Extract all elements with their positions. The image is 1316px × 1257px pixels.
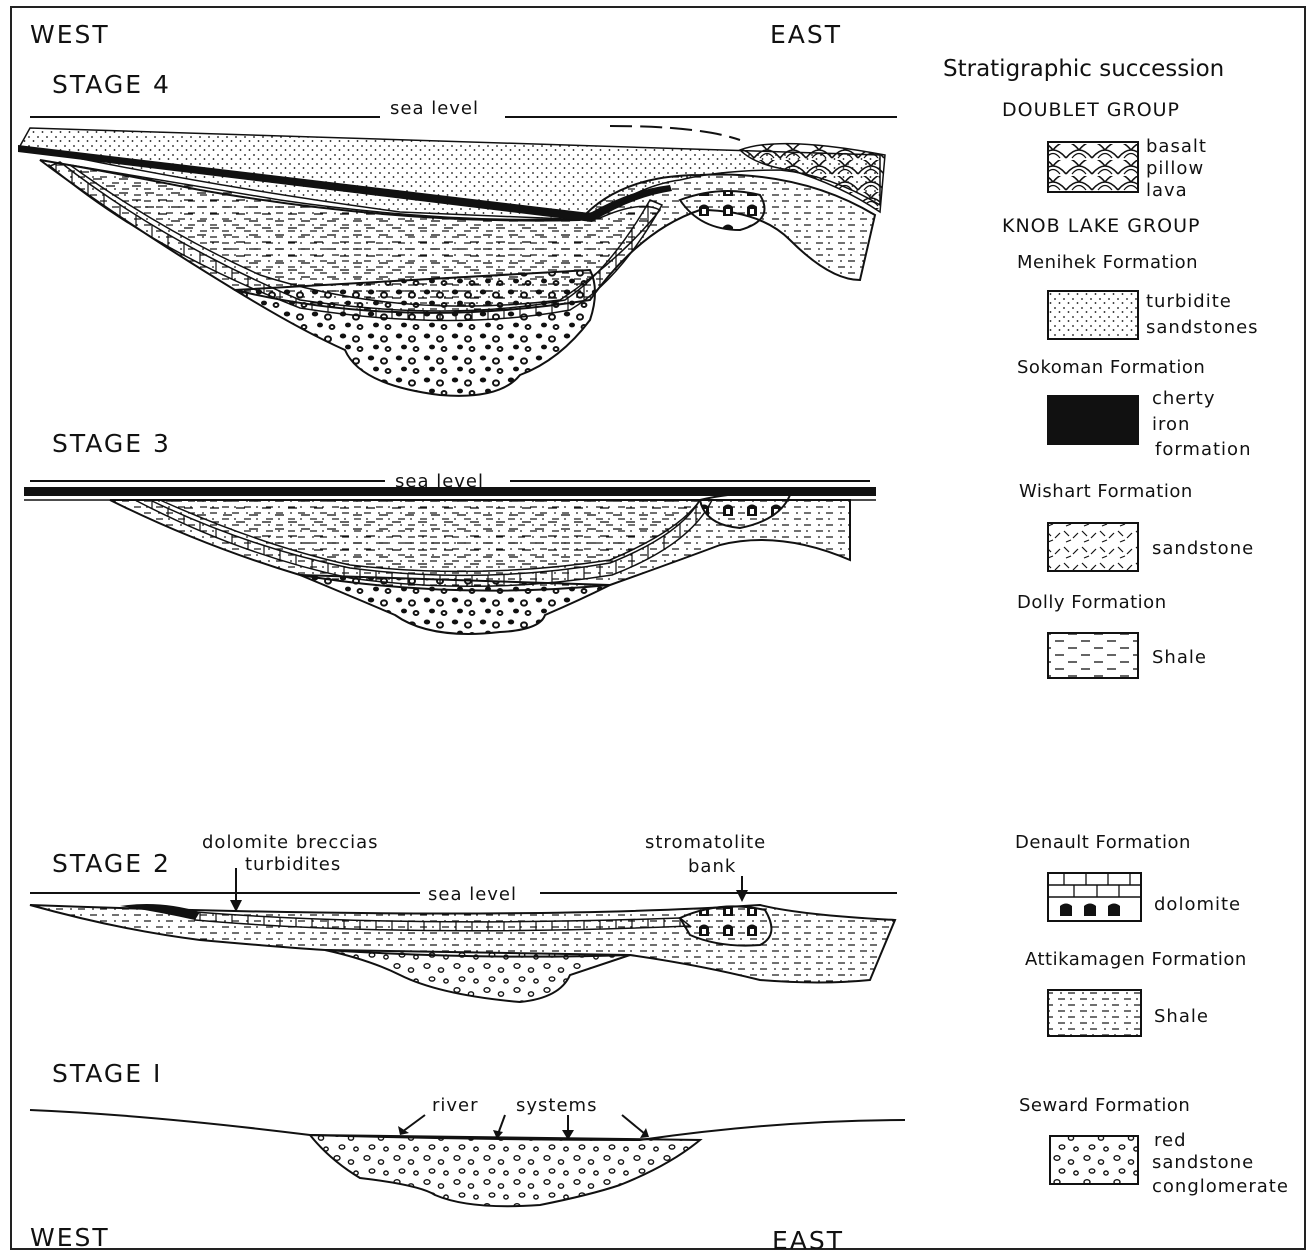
stage-2-arrowhead-stromatolite bbox=[736, 890, 748, 902]
stage-2-seward-conglomerate bbox=[325, 950, 630, 1002]
stage-1-annotation-river: river bbox=[432, 1095, 479, 1116]
east-label-top: EAST bbox=[770, 20, 842, 49]
legend-wishart-desc: sandstone bbox=[1152, 538, 1254, 559]
stage-2-annotation-stromatolite: stromatolite bbox=[645, 832, 766, 853]
legend-title: Stratigraphic succession bbox=[943, 56, 1224, 82]
stage-4-sea-level-label: sea level bbox=[390, 98, 479, 119]
stage-2-annotation-turbidites: turbidites bbox=[245, 854, 341, 875]
stage-1-arrowhead-4 bbox=[640, 1128, 649, 1138]
west-label-top: WEST bbox=[30, 20, 110, 49]
legend-seward-desc-2: sandstone bbox=[1152, 1152, 1254, 1173]
legend-denault-formation: Denault Formation bbox=[1015, 832, 1191, 853]
east-label-bottom: EAST bbox=[772, 1226, 844, 1255]
stage-1-label: STAGE I bbox=[52, 1059, 162, 1088]
legend-seward-desc-3: conglomerate bbox=[1152, 1176, 1289, 1197]
legend-swatch-dolly bbox=[1048, 633, 1138, 678]
stage-1-arrow-2 bbox=[498, 1115, 505, 1134]
stage-3-section: STAGE 3 sea level bbox=[24, 429, 876, 634]
stage-4-section: STAGE 4 sea level bbox=[18, 70, 897, 396]
legend-attikamagen-desc: Shale bbox=[1154, 1006, 1209, 1027]
stage-1-arrow-1 bbox=[402, 1115, 425, 1132]
legend-sokoman-formation: Sokoman Formation bbox=[1017, 357, 1205, 378]
legend-sokoman-desc-3: formation bbox=[1155, 439, 1251, 460]
legend-menihek-desc-2: sandstones bbox=[1146, 317, 1259, 338]
legend-menihek-desc-1: turbidite bbox=[1146, 291, 1232, 312]
stage-3-sokoman-iron-formation bbox=[24, 487, 876, 496]
stage-1-seward-red-sandstone bbox=[310, 1135, 700, 1206]
legend: Stratigraphic succession DOUBLET GROUP b… bbox=[943, 56, 1289, 1197]
legend-knob-lake-group: KNOB LAKE GROUP bbox=[1002, 215, 1200, 237]
legend-attikamagen-formation: Attikamagen Formation bbox=[1025, 949, 1247, 970]
legend-swatch-basalt bbox=[1048, 142, 1138, 192]
legend-wishart-formation: Wishart Formation bbox=[1019, 481, 1193, 502]
legend-seward-formation: Seward Formation bbox=[1019, 1095, 1190, 1116]
legend-swatch-seward bbox=[1050, 1136, 1138, 1184]
stage-2-annotation-bank: bank bbox=[688, 856, 736, 877]
legend-swatch-dolomite bbox=[1048, 873, 1141, 921]
stage-1-annotation-systems: systems bbox=[516, 1095, 597, 1116]
legend-sokoman-desc-1: cherty bbox=[1152, 388, 1216, 409]
legend-swatch-wishart bbox=[1048, 523, 1138, 571]
legend-basalt-3: lava bbox=[1146, 180, 1188, 201]
legend-swatch-iron bbox=[1048, 396, 1138, 444]
legend-basalt-1: basalt bbox=[1146, 136, 1207, 157]
stage-1-section: STAGE I river systems bbox=[30, 1059, 905, 1206]
legend-denault-desc: dolomite bbox=[1154, 894, 1241, 915]
stage-4-dashed-contact bbox=[610, 126, 740, 140]
legend-doublet-group: DOUBLET GROUP bbox=[1002, 99, 1180, 121]
stage-2-sea-level-label: sea level bbox=[428, 884, 517, 905]
stage-2-section: STAGE 2 dolomite breccias turbidites str… bbox=[30, 832, 897, 1002]
legend-sokoman-desc-2: iron bbox=[1152, 414, 1190, 435]
legend-dolly-desc: Shale bbox=[1152, 647, 1207, 668]
legend-swatch-attikamagen bbox=[1048, 990, 1141, 1036]
legend-seward-desc-1: red bbox=[1154, 1130, 1187, 1151]
stage-2-label: STAGE 2 bbox=[52, 849, 171, 878]
stage-4-stromatolite-bank bbox=[680, 191, 765, 230]
stage-3-label: STAGE 3 bbox=[52, 429, 171, 458]
legend-swatch-turbidite bbox=[1048, 291, 1138, 339]
west-label-bottom: WEST bbox=[30, 1223, 110, 1252]
stage-2-annotation-dolomite-breccias: dolomite breccias bbox=[202, 832, 379, 853]
stage-1-arrow-4 bbox=[622, 1115, 645, 1134]
legend-basalt-2: pillow bbox=[1146, 158, 1204, 179]
legend-menihek-formation: Menihek Formation bbox=[1017, 252, 1198, 273]
legend-dolly-formation: Dolly Formation bbox=[1017, 592, 1167, 613]
stage-4-label: STAGE 4 bbox=[52, 70, 171, 99]
